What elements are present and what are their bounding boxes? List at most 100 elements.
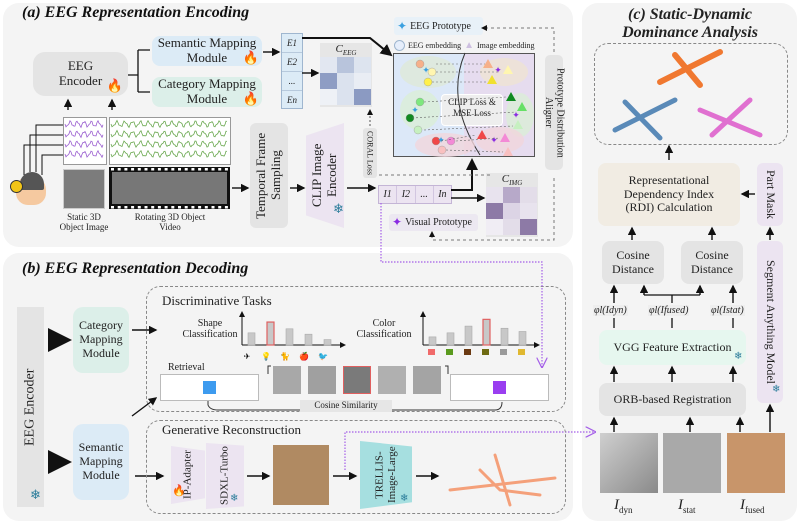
candidate-object[interactable] [308,366,336,394]
category-mapping-module-a: Category Mapping Module 🔥 [152,76,262,107]
eeg-encoder-label: EEG Encoder [58,58,103,88]
eeg-wave-video [110,139,228,149]
color-swatch [464,349,471,355]
film-hole [137,168,141,171]
cluster-eeg-mid [400,90,440,130]
eeg-cap-icon [20,172,44,190]
image-token-row: I1 I2 ... In [378,185,452,204]
film-hole [224,168,228,171]
film-hole [211,206,215,209]
image-token: I1 [379,186,398,203]
film-hole [178,168,181,171]
electrode-wire [35,124,63,172]
film-hole [218,206,222,209]
visual-prototype-point: ✦ [494,65,502,75]
color-classification-bar [446,332,455,346]
image-embedding-point [487,75,497,84]
snowflake-icon: ❄ [30,487,41,502]
snowflake-icon: ❄ [772,384,781,395]
category-mapping-module-b: Category Mapping Module [73,307,129,373]
film-hole [144,168,148,171]
eeg-token: E1 [282,34,302,53]
eeg-wave-static [64,149,104,159]
candidate-animal[interactable] [378,366,406,394]
i-fused-label: Ifused [740,497,765,515]
embedding-legend: EEG embedding ▲ Image embedding [394,40,535,51]
film-hole [137,206,141,209]
visual-prototype-point: ✦ [512,110,520,120]
video-frames [112,172,227,204]
matrix-cells [320,57,372,105]
eeg-wave-video [110,119,228,129]
circle-icon [394,40,405,51]
fused-branch [644,294,700,303]
image-token: ... [416,186,434,203]
film-hole [204,206,208,209]
candidate-banana[interactable] [273,366,301,394]
retrieval-candidates [273,366,443,398]
fire-icon: 🔥 [242,50,259,65]
shape-classification-bar [266,321,275,346]
eeg-signal-static [63,117,107,165]
color-classification-bar [518,331,527,346]
image-dynamic [600,433,658,493]
snowflake-icon: ❄ [734,351,743,362]
film-hole [184,168,188,171]
blue-plane-shape [612,97,678,141]
color-swatch [446,349,453,355]
sparkle-icon: ✦ [392,215,403,229]
pink-plane [695,95,765,140]
c-eeg-label: CEEG [335,43,357,58]
film-hole [198,206,202,209]
eeg-wave-static [64,129,104,139]
i-dyn-label: Idyn [614,497,633,515]
cluster-eeg-bottom [415,133,475,157]
arrow-to-embedding-space-img [451,158,478,191]
fire-icon: 🔥 [172,485,186,497]
film-hole [204,168,208,171]
film-hole [171,206,175,209]
eeg-token-stack: E1 E2 ... En [281,33,303,109]
eeg-embedding-point [446,136,456,146]
pink-plane-shape [697,97,763,138]
film-hole [157,206,161,209]
eeg-wave-video [110,149,228,159]
electrode-wire [41,154,63,175]
semantic-mapping-module-a: Semantic Mapping Module 🔥 [152,35,262,66]
candidate-cone[interactable] [413,366,441,394]
video-label: Rotating 3D Object Video [134,212,206,232]
apple-icon: 🍎 [299,351,309,361]
phi-stat-label: φl(Istat) [710,305,745,316]
snowflake-icon: ❄ [333,201,344,216]
aligner-to-eeg-prototype [481,25,555,52]
rdi-visualization-region [594,43,788,145]
eeg-token: ... [282,72,302,91]
eeg-prototype-point: ✦ [422,65,430,75]
film-hole [191,168,195,171]
generated-image-to-analysis [344,432,595,470]
c-eeg-matrix: CEEG [320,43,372,107]
panel-a-title: (a) EEG Representation Encoding [22,4,250,21]
rdi-calculation: Representational Dependency Index (RDI) … [598,163,740,226]
eeg-wave-static [64,139,104,149]
c-img-label: CIMG [501,173,523,188]
eeg-wave-static [64,119,104,129]
candidate-icecream-selected[interactable] [343,366,371,394]
film-hole [124,168,128,171]
blue-plane [610,95,680,140]
eeg-prototype-point: ✦ [437,135,445,145]
panel-b-title: (b) EEG Representation Decoding [22,260,249,277]
discriminative-tasks-title: Discriminative Tasks [162,293,272,308]
image-token: In [438,189,447,200]
snowflake-icon: ❄ [230,493,239,504]
fire-icon: 🔥 [106,78,123,93]
cosine-distance-1: Cosine Distance [602,241,664,284]
generative-reconstruction-title: Generative Reconstruction [162,422,301,437]
image-embedding-point [477,130,487,139]
film-hole [117,168,121,171]
film-hole [198,168,202,171]
color-swatch [500,349,507,355]
generative-reconstruction-region [146,420,566,514]
image-static [663,433,721,493]
